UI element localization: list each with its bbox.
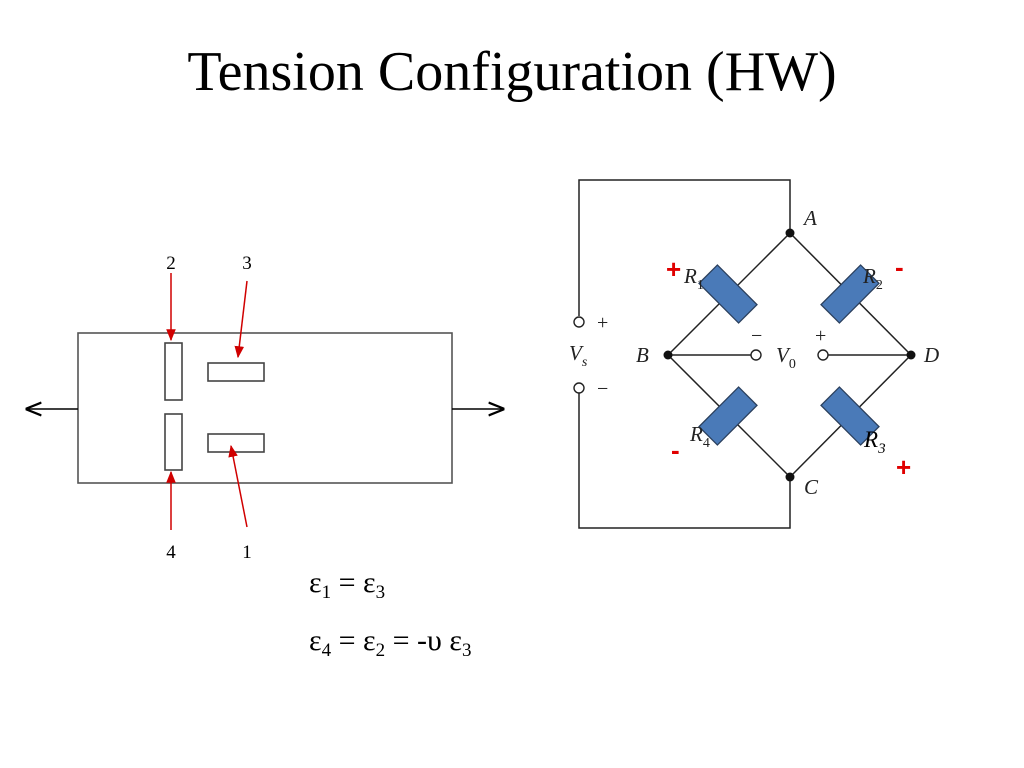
node-b-dot [663,350,673,360]
node-a-label: A [802,206,817,230]
resistor-r3-label: R3 [863,427,886,457]
source-label: Vs [569,341,588,370]
node-d-label: D [923,343,939,367]
r2-sign: - [895,252,904,282]
output-minus-sign: − [751,325,762,347]
output-plus-sign: + [815,325,826,347]
node-d-dot [906,350,916,360]
strain-gauge-2 [164,342,183,401]
resistor-r1 [698,264,758,324]
node-a-dot [785,228,795,238]
output-terminal-minus [750,349,762,361]
node-c-label: C [804,475,819,499]
strain-equation-1: ε1 = ε3 [309,566,386,603]
strain-gauge-3 [207,362,265,382]
gauge-label-2: 2 [166,253,176,274]
supply-wire-top [578,179,791,316]
supply-wire-bottom [578,393,791,529]
r4-sign: - [671,435,680,465]
resistor-r2-label: R2 [862,264,883,293]
gauge-label-1: 1 [242,542,252,563]
gauge-label-4: 4 [166,542,176,563]
resistor-r3 [820,386,880,446]
resistor-r4 [698,386,758,446]
source-plus-sign: + [597,312,608,334]
node-c-dot [785,472,795,482]
specimen: 2 3 4 1 [27,253,503,563]
source-minus-sign: − [597,378,608,400]
gauge-label-3: 3 [242,253,252,274]
source-terminal-minus [573,382,585,394]
strain-equation-2: ε4 = ε2 = -υ ε3 [309,624,472,661]
r1-sign: + [666,254,681,284]
source-terminal-plus [573,316,585,328]
resistor-r4-label: R4 [689,422,710,451]
wheatstone-bridge [578,179,912,529]
node-b-label: B [636,343,649,367]
strain-gauge-4 [164,413,183,471]
r3-sign: + [896,452,911,482]
page-title: Tension Configuration (HW) [187,41,837,103]
output-terminal-plus [817,349,829,361]
output-label: V0 [776,343,796,372]
specimen-bar [77,332,453,484]
gauge-3-pointer [234,280,248,359]
resistor-r2 [820,264,880,324]
gauge-1-pointer [228,444,248,528]
strain-gauge-1 [207,433,265,453]
resistor-r1-label: R1 [683,264,704,293]
